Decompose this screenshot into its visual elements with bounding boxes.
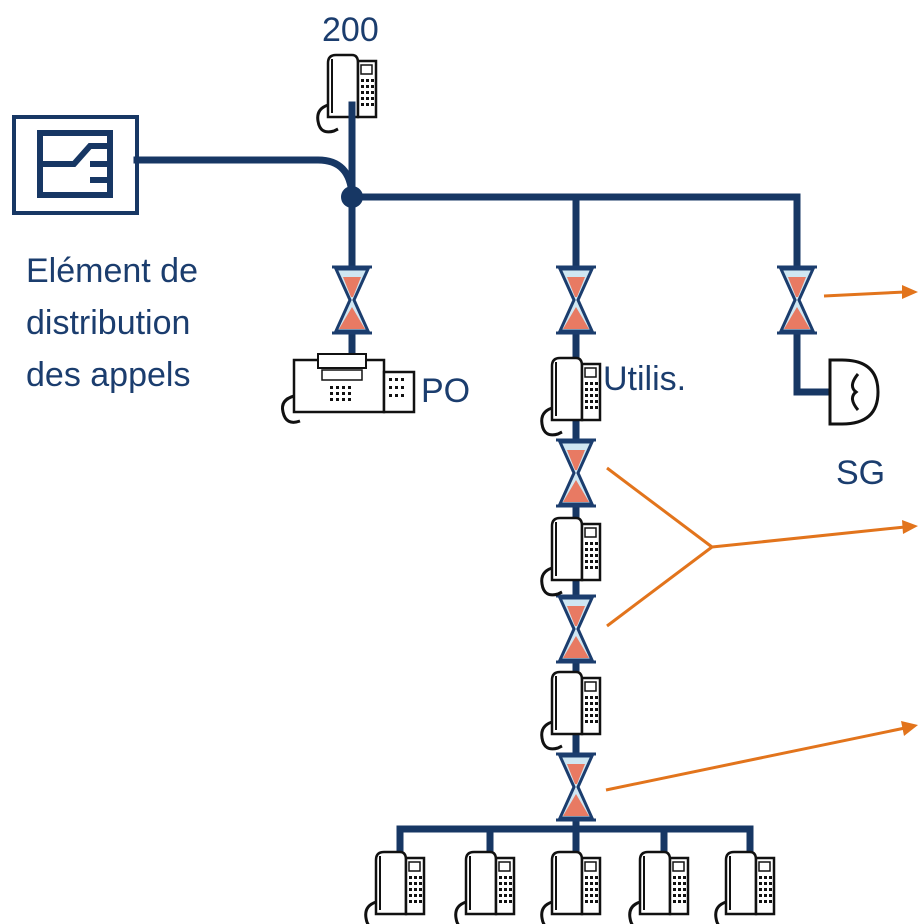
hourglass-icon: [330, 265, 374, 335]
user-phone-icon: [540, 356, 602, 437]
top-extension-phone-icon: [316, 53, 378, 134]
phone-icon: [540, 670, 602, 751]
phone-icon: [454, 850, 516, 924]
phone-icon: [540, 516, 602, 597]
hourglass-icon: [554, 265, 598, 335]
user-label: Utilis.: [603, 360, 686, 398]
phone-icon: [364, 850, 426, 924]
switch-link-wire: [133, 156, 356, 199]
call-distribution-switch-icon: [12, 115, 139, 215]
attendant-console-icon: [281, 353, 416, 424]
phone-icon: [628, 850, 690, 924]
hourglass-icon: [775, 265, 819, 335]
hourglass-icon: [554, 752, 598, 822]
bus-wires: [348, 101, 832, 859]
top-extension-label: 200: [322, 11, 379, 49]
junction-node: [341, 186, 363, 208]
phone-icon: [540, 850, 602, 924]
phone-icon: [714, 850, 776, 924]
attendant-label: PO: [421, 372, 470, 410]
sg-label: SG: [836, 454, 885, 492]
hourglass-icon: [554, 594, 598, 664]
distributor-label-line1: Elément de: [26, 252, 198, 290]
annotation-arrows: [605, 285, 918, 792]
sg-device-icon: [828, 358, 880, 426]
hourglass-icon: [554, 438, 598, 508]
distributor-label-line2: distribution: [26, 304, 190, 342]
distributor-label-line3: des appels: [26, 356, 190, 394]
